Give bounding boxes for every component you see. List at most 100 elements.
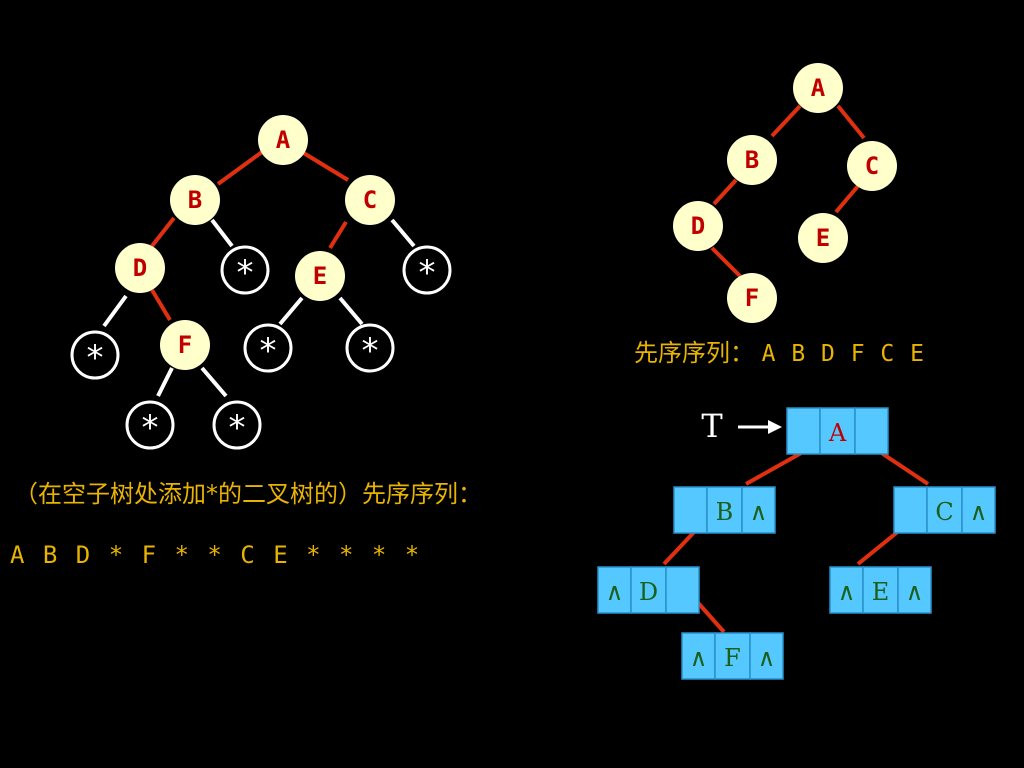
data-cell xyxy=(630,566,667,614)
node-label: C xyxy=(865,152,879,180)
right-pointer-cell-text: ∧ xyxy=(906,578,924,606)
right-pointer-cell-text: ∧ xyxy=(758,644,776,672)
list-node-d: ∧D xyxy=(597,566,700,614)
tree-node-e: E xyxy=(295,251,345,301)
left-pointer-cell xyxy=(893,486,928,534)
null-marker: * xyxy=(142,408,159,448)
null-node: * xyxy=(220,245,270,295)
tree-node-f: F xyxy=(160,320,210,370)
node-label: A xyxy=(811,74,826,102)
null-edge xyxy=(278,296,304,326)
right-pointer-cell xyxy=(741,486,776,534)
plain-preorder-label: 先序序列： xyxy=(634,339,754,367)
extended-preorder-label: （在空子树处添加*的二叉树的）先序序列： xyxy=(14,480,482,508)
list-node-e: ∧E∧ xyxy=(829,566,932,614)
plain-node-f: F xyxy=(727,273,777,323)
null-node: * xyxy=(402,245,452,295)
data-cell-text: F xyxy=(724,644,741,672)
left-pointer-cell xyxy=(673,486,708,534)
tree-node-b: B xyxy=(170,175,220,225)
node-circle xyxy=(793,63,843,113)
null-node: * xyxy=(243,323,293,373)
plain-node-e: E xyxy=(798,213,848,263)
node-circle xyxy=(295,251,345,301)
link-edge xyxy=(745,450,804,486)
node-circle xyxy=(798,213,848,263)
null-circle xyxy=(402,245,452,295)
null-circle xyxy=(70,330,120,380)
tree-edge xyxy=(770,104,802,138)
list-node-c: C∧ xyxy=(893,486,996,534)
tree-edge xyxy=(834,184,860,214)
right-pointer-cell xyxy=(749,632,784,680)
null-edge xyxy=(390,218,416,248)
null-edge xyxy=(156,367,174,397)
null-marker: * xyxy=(419,253,436,293)
node-circle xyxy=(673,201,723,251)
right-pointer-cell xyxy=(665,566,700,614)
null-node: * xyxy=(345,323,395,373)
node-circle xyxy=(345,175,395,225)
null-edge xyxy=(200,366,228,398)
data-cell xyxy=(862,566,899,614)
extended-preorder-sequence: A B D * F * * C E * * * * xyxy=(10,541,422,569)
node-label: D xyxy=(691,212,705,240)
plain-node-c: C xyxy=(847,141,897,191)
null-node: * xyxy=(70,330,120,380)
node-label: C xyxy=(363,186,377,214)
tree-edge xyxy=(150,288,172,322)
data-cell-text: B xyxy=(716,498,734,526)
null-node: * xyxy=(212,400,262,450)
left-pointer-cell xyxy=(829,566,864,614)
plain-node-a: A xyxy=(793,63,843,113)
null-edge xyxy=(102,294,128,328)
root-pointer-label: T xyxy=(701,407,723,445)
tree-edge xyxy=(216,150,264,186)
tree-node-a: A xyxy=(258,115,308,165)
node-label: F xyxy=(178,331,192,359)
node-circle xyxy=(115,243,165,293)
node-circle xyxy=(170,175,220,225)
tree-edge xyxy=(328,220,348,250)
link-edge xyxy=(878,450,930,486)
null-marker: * xyxy=(237,253,254,293)
list-node-b: B∧ xyxy=(673,486,776,534)
right-pointer-cell xyxy=(961,486,996,534)
null-marker: * xyxy=(229,408,246,448)
node-label: E xyxy=(816,224,830,252)
left-pointer-cell-text: ∧ xyxy=(690,644,708,672)
left-pointer-cell xyxy=(597,566,632,614)
null-circle xyxy=(125,400,175,450)
list-node-f: ∧ F ∧ xyxy=(681,632,784,680)
tree-node-d: D xyxy=(115,243,165,293)
node-circle xyxy=(847,141,897,191)
null-edge xyxy=(338,296,364,326)
tree-edge xyxy=(300,150,350,182)
null-circle xyxy=(220,245,270,295)
tree-edge xyxy=(150,216,176,248)
node-label: E xyxy=(313,262,327,290)
node-circle xyxy=(258,115,308,165)
root-pointer-arrowhead xyxy=(768,420,782,434)
data-cell xyxy=(926,486,963,534)
data-cell-text: C xyxy=(935,498,953,526)
right-pointer-cell-text: ∧ xyxy=(970,498,988,526)
node-label: B xyxy=(188,186,202,214)
right-pointer-cell xyxy=(854,407,889,455)
data-cell xyxy=(706,486,743,534)
null-marker: * xyxy=(362,331,379,371)
tree-edge xyxy=(712,178,738,206)
plain-node-d: D xyxy=(673,201,723,251)
node-circle xyxy=(160,320,210,370)
node-circle xyxy=(727,273,777,323)
left-pointer-cell-text: ∧ xyxy=(606,578,624,606)
plain-preorder-sequence: A B D F C E xyxy=(761,341,925,367)
node-label: A xyxy=(276,126,291,154)
tree-edge xyxy=(836,104,866,140)
plain-node-b: B xyxy=(727,135,777,185)
tree-node-c: C xyxy=(345,175,395,225)
node-label: D xyxy=(133,254,147,282)
node-label: F xyxy=(745,284,759,312)
link-edge xyxy=(662,528,698,566)
